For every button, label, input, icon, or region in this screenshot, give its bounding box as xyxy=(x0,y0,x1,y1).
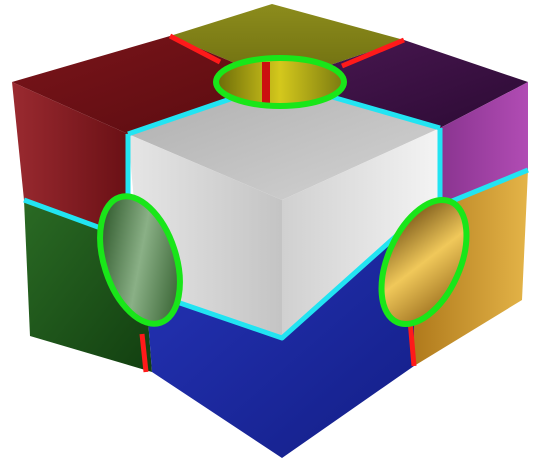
top-hole-marker xyxy=(216,58,344,106)
